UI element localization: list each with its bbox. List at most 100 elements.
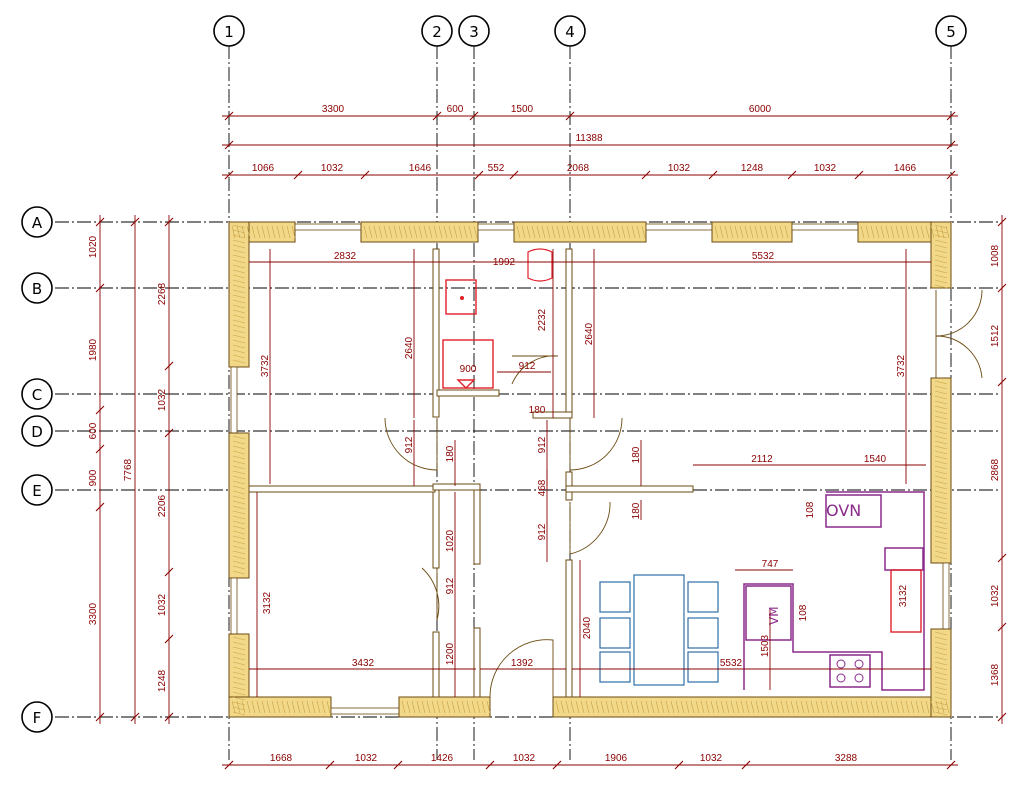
grid-bubble-col-2: 2 (421, 15, 453, 47)
dim-label: 1032 (700, 753, 723, 764)
doors (384, 289, 983, 698)
dim-label: 1368 (990, 663, 1001, 686)
dim-label: 912 (537, 523, 548, 540)
grid-bubble-row-f: F (21, 701, 53, 733)
dim-label: 600 (88, 422, 99, 439)
chair-icon (599, 617, 631, 649)
dim-label: 5532 (720, 658, 743, 669)
sink-icon (445, 279, 477, 315)
dim-label: 180 (631, 502, 642, 519)
dim-label: 1392 (511, 658, 534, 669)
dim-label: 1032 (321, 163, 344, 174)
grid-label: 5 (946, 23, 956, 41)
grid-bubble-col-3: 3 (458, 15, 490, 47)
cooktop-icon (829, 654, 871, 688)
dimension-left-outer: 1020 1980 600 900 3300 (88, 215, 105, 724)
grid-bubble-row-b: B (21, 272, 53, 304)
shower-tray-icon (442, 339, 494, 389)
dim-label: 3432 (352, 658, 375, 669)
dimension-bottom: 1668 1032 1426 1032 1906 1032 3288 (222, 753, 958, 770)
dim-label: 1980 (88, 338, 99, 361)
dim-label: 1248 (741, 163, 764, 174)
grid-label: D (31, 423, 43, 441)
dining-furniture (599, 574, 719, 686)
dim-label: 1032 (157, 388, 168, 411)
dim-label: 3288 (835, 753, 858, 764)
grid-bubble-row-c: C (21, 378, 53, 410)
dim-label: 1032 (814, 163, 837, 174)
chair-icon (687, 581, 719, 613)
dim-label: 1020 (88, 235, 99, 258)
dim-label: 1992 (493, 257, 516, 268)
dim-label: 180 (529, 405, 546, 416)
kitchen-sink-icon (890, 569, 922, 633)
bathroom-fixtures (442, 248, 553, 389)
dim-label: 1426 (431, 753, 454, 764)
dim-label: 2640 (404, 336, 415, 359)
dim-label: 912 (445, 577, 456, 594)
grid-label: E (32, 482, 41, 500)
wall-hatching (231, 224, 950, 716)
dim-label: 7768 (123, 458, 134, 481)
dim-label: 2868 (990, 458, 1001, 481)
dim-label: 900 (88, 469, 99, 486)
oven-icon (825, 494, 882, 528)
grid-label: C (32, 386, 42, 404)
dim-label: 1540 (864, 454, 887, 465)
dim-label: 1032 (668, 163, 691, 174)
dining-table (633, 574, 685, 686)
grid-bubble-col-1: 1 (213, 15, 245, 47)
dim-label: 108 (798, 604, 809, 621)
chair-icon (599, 581, 631, 613)
dim-label: 1032 (355, 753, 378, 764)
toilet-icon (527, 248, 553, 282)
dim-label: 1008 (990, 244, 1001, 267)
dim-label: 552 (488, 163, 505, 174)
dim-label: 3300 (322, 104, 345, 115)
dim-label: 1032 (157, 593, 168, 616)
dim-label: 2040 (582, 616, 593, 639)
grid-label: A (32, 214, 43, 232)
dim-label: 3732 (896, 354, 907, 377)
grid-bubble-col-5: 5 (935, 15, 967, 47)
dim-label: 3300 (88, 602, 99, 625)
dim-label: 2268 (157, 282, 168, 305)
chair-icon (687, 617, 719, 649)
dim-label: 1020 (445, 529, 456, 552)
dimension-top-total: 11388 (222, 133, 958, 150)
dishwasher-label: VM (767, 606, 781, 625)
dim-label: 2232 (537, 308, 548, 331)
dim-label: 6000 (749, 104, 772, 115)
dim-label: 2832 (334, 251, 357, 262)
grid-label: 4 (565, 23, 575, 41)
dim-label: 912 (404, 436, 415, 453)
dim-label: 3132 (898, 584, 909, 607)
dim-label: 1512 (990, 324, 1001, 347)
dim-label: 912 (537, 436, 548, 453)
dim-label: 1032 (990, 584, 1001, 607)
dim-label: 468 (537, 479, 548, 496)
grid-label: 2 (432, 23, 442, 41)
dishwasher-icon (745, 585, 792, 641)
dim-label: 2068 (567, 163, 590, 174)
dimension-left-inner: 2268 1032 2206 1032 1248 (157, 215, 174, 724)
dim-label: 3132 (262, 591, 273, 614)
dim-label: 1466 (894, 163, 917, 174)
dim-label: 1503 (760, 634, 771, 657)
dimension-top-grid: 3300 600 1500 6000 (222, 104, 958, 121)
grid-label: F (33, 709, 42, 727)
dim-label: 1500 (511, 104, 534, 115)
dim-label: 1066 (252, 163, 275, 174)
interior-walls (248, 248, 694, 698)
dim-label: 108 (805, 501, 816, 518)
kitchen-counter: OVN VM (743, 491, 925, 691)
grid-label: 1 (224, 23, 234, 41)
dim-label: 1200 (445, 642, 456, 665)
dim-label: 1906 (605, 753, 628, 764)
dim-label: 1646 (409, 163, 432, 174)
dim-label: 2112 (751, 454, 773, 465)
dim-label: 2206 (157, 494, 168, 517)
grid-bubble-col-4: 4 (554, 15, 586, 47)
chair-icon (687, 651, 719, 683)
